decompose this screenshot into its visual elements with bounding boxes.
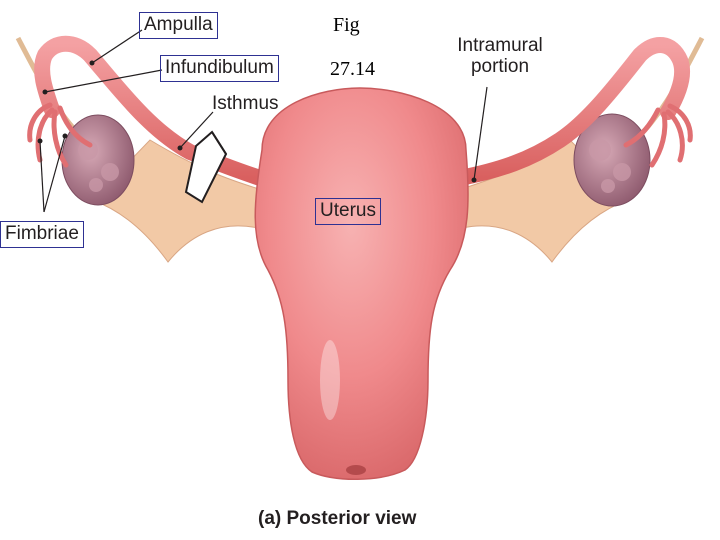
cervical-os: [346, 465, 366, 475]
label-uterus: Uterus: [315, 198, 381, 225]
ovary-follicle: [613, 163, 631, 181]
fimbriae-left: [27, 102, 93, 168]
label-intramural-line2: portion: [470, 55, 530, 77]
label-fimbriae: Fimbriae: [0, 221, 84, 248]
label-ampulla: Ampulla: [139, 12, 218, 39]
leader-intramural: [473, 86, 488, 181]
uterine-tube-right: [452, 37, 691, 186]
figure-number: 27.14: [330, 58, 375, 80]
leader-dot: [42, 89, 48, 95]
fimbriae-right: [623, 103, 693, 168]
leader-dot: [177, 145, 183, 151]
label-infundibulum: Infundibulum: [160, 55, 279, 82]
ovary-follicle: [78, 140, 98, 160]
label-intramural-line1: Intramural: [457, 35, 543, 56]
leader-ampulla: [91, 29, 143, 64]
isthmus-cut-edge: [211, 131, 227, 155]
figure-word: Fig: [333, 14, 360, 36]
ovary-right: [573, 113, 651, 207]
leader-fimbriae-b: [43, 135, 66, 213]
figure-caption: (a) Posterior view: [258, 508, 417, 529]
ovary-follicle: [89, 178, 103, 192]
uterus-body: [254, 87, 469, 480]
leader-dot: [89, 60, 95, 66]
ovary-follicle: [589, 139, 611, 161]
isthmus-cut-section: [184, 130, 228, 204]
leader-isthmus: [179, 111, 214, 149]
ovary-follicle: [101, 163, 119, 181]
uterus-highlight: [320, 340, 340, 420]
leader-infundibulum: [44, 69, 163, 93]
leader-dot: [37, 138, 43, 144]
leader-dot: [471, 177, 477, 183]
leader-dot: [62, 133, 68, 139]
ovary-follicle: [601, 179, 615, 193]
leader-fimbriae-a: [39, 140, 45, 213]
label-intramural-portion: Intramural portion: [452, 35, 548, 78]
label-isthmus: Isthmus: [212, 93, 279, 114]
